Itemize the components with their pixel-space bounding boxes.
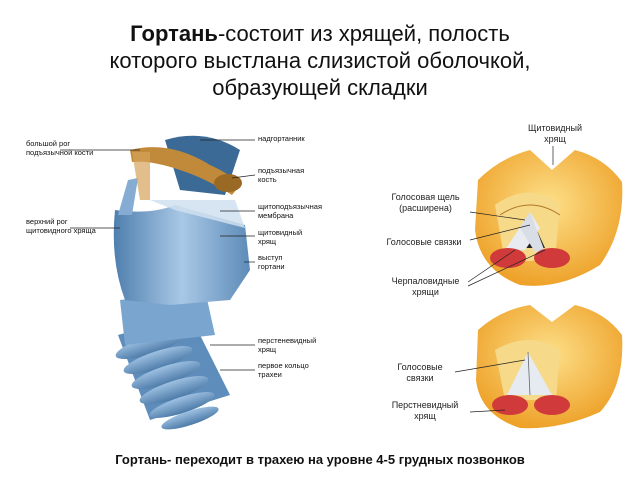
- label-glottis: Голосовая щель (расширена): [391, 192, 460, 213]
- superior-horn: [118, 178, 138, 215]
- cricoid-cartilage: [120, 290, 215, 345]
- label-thyrohyoid-membrane: щитоподъязычная мембрана: [258, 202, 323, 220]
- label-arytenoid: Черпаловидные хрящи: [391, 276, 460, 297]
- caption: Гортань- переходит в трахею на уровне 4-…: [115, 452, 525, 467]
- label-greater-horn-hyoid: большой рог подъязычной кости: [26, 139, 94, 157]
- left-leader-lines: [60, 139, 256, 371]
- label-epiglottis: надгортанник: [258, 134, 305, 143]
- page-title: Гортань-состоит из хрящей, полость котор…: [0, 20, 640, 101]
- label-vocal-cords-2: Голосовые связки: [397, 362, 443, 383]
- label-first-tracheal-ring: первое кольцо трахеи: [258, 361, 309, 379]
- title-bold: Гортань: [130, 21, 218, 46]
- label-cricoid-top: Перстневидный хрящ: [391, 400, 459, 421]
- title-line3: образующей складки: [212, 75, 428, 100]
- thyrohyoid-membrane: [150, 200, 245, 228]
- lateral-larynx-view: [113, 135, 250, 430]
- title-line1: -состоит из хрящей, полость: [217, 21, 510, 46]
- label-laryngeal-prominence: выступ гортани: [258, 253, 285, 271]
- title-line2: которого выстлана слизистой оболочкой,: [109, 48, 531, 73]
- thyroid-cartilage: [113, 205, 250, 305]
- label-thyroid-cartilage: щитовидный хрящ: [258, 228, 303, 246]
- label-thyroid-top: Щитовидный хрящ: [527, 123, 583, 144]
- top-view-open: [475, 150, 623, 286]
- top-view-closed: [476, 305, 623, 429]
- hyoid-body: [214, 174, 242, 192]
- label-cricoid-cartilage: перстеневидный хрящ: [258, 336, 317, 354]
- right-leader-lines: [454, 146, 554, 413]
- hyoid-bone: [130, 147, 240, 195]
- label-hyoid-bone: подъязычная кость: [258, 166, 305, 184]
- label-superior-horn-thyroid: верхний рог щитовидного хряща: [26, 217, 96, 235]
- label-vocal-cords: Голосовые связки: [386, 237, 462, 247]
